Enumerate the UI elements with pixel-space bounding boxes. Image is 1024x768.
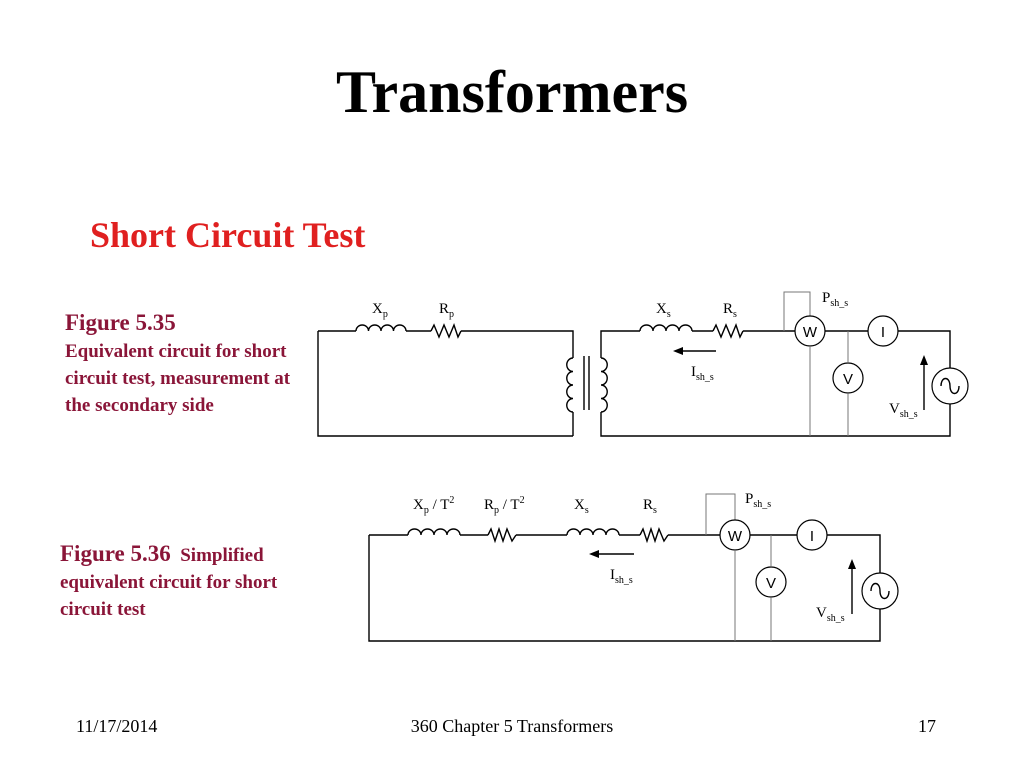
label-vsh-2: Vsh_s [816,605,845,624]
voltmeter [832,362,864,394]
label-xs-2: Xs [574,497,589,516]
figure-5-36-circuit: W I V Xp / T2 Rp / T2 Xs Rs Psh_s Ish_s … [368,491,899,642]
footer-course: 360 Chapter 5 Transformers [410,716,614,736]
ammeter-label-2: I [810,528,814,545]
inductor-xp [355,324,407,332]
inductor-xs [639,324,693,332]
wattmeter-label: W [803,324,818,341]
inductor-xs-2 [566,528,620,536]
secondary-loop-wire [600,330,951,437]
figure-5-35-text: Equivalent circuit for short circuit tes… [65,341,291,416]
voltage-arrow-head-2 [848,559,856,569]
figure-5-36-caption: Figure 5.36 Simplified equivalent circui… [60,540,310,623]
label-rs-2: Rs [643,497,657,516]
simplified-loop-wire [368,534,881,642]
ammeter [867,315,899,347]
ammeter-2 [796,519,828,551]
slide-subtitle: Short Circuit Test [90,215,366,255]
resistor-rp-t2 [487,526,517,544]
footer-date: 11/17/2014 [76,716,158,736]
voltage-arrow-head [920,355,928,365]
figure-5-36-inline-text: Simplified [180,545,264,566]
label-psh: Psh_s [822,290,848,309]
ac-source-sine-icon-2 [870,582,890,600]
label-rp-t2: Rp / T2 [484,495,525,516]
label-psh-2: Psh_s [745,491,771,510]
footer-page-number: 17 [918,716,936,736]
wattmeter-voltage-lead-2 [705,493,736,535]
current-arrow-head-2 [589,550,599,558]
label-vsh: Vsh_s [889,401,918,420]
inductor-xp-t2 [407,528,461,536]
slide-title: Transformers [335,59,689,125]
resistor-rs [712,323,744,339]
label-rp: Rp [439,301,454,320]
label-xp-t2: Xp / T2 [413,495,454,516]
label-xp: Xp [372,301,388,320]
figure-5-35-circuit: W I V Xp Rp Xs Rs Psh_s Ish_s Vsh_s [317,290,969,437]
voltmeter-label: V [843,371,853,388]
label-ish-2: Ish_s [610,567,633,586]
voltmeter-2 [755,566,787,598]
resistor-rp [430,323,462,339]
primary-loop-wire [317,330,574,437]
label-xs: Xs [656,301,671,320]
figure-5-36-text: equivalent circuit for short circuit tes… [60,572,278,620]
ammeter-label: I [881,324,885,341]
resistor-rs-2 [639,526,669,544]
ac-source-sine-icon [940,377,960,395]
transformer-secondary-coil [600,357,608,413]
figure-5-35-label: Figure 5.35 [65,310,176,335]
figure-5-36-label: Figure 5.36 [60,541,171,566]
figure-5-35-caption: Figure 5.35 Equivalent circuit for short… [65,308,305,419]
transformer-primary-coil [566,357,574,413]
wattmeter-label-2: W [728,528,743,545]
wattmeter-voltage-lead [783,291,811,331]
current-arrow-head [673,347,683,355]
label-ish: Ish_s [691,364,714,383]
voltmeter-label-2: V [766,575,776,592]
label-rs: Rs [723,301,737,320]
